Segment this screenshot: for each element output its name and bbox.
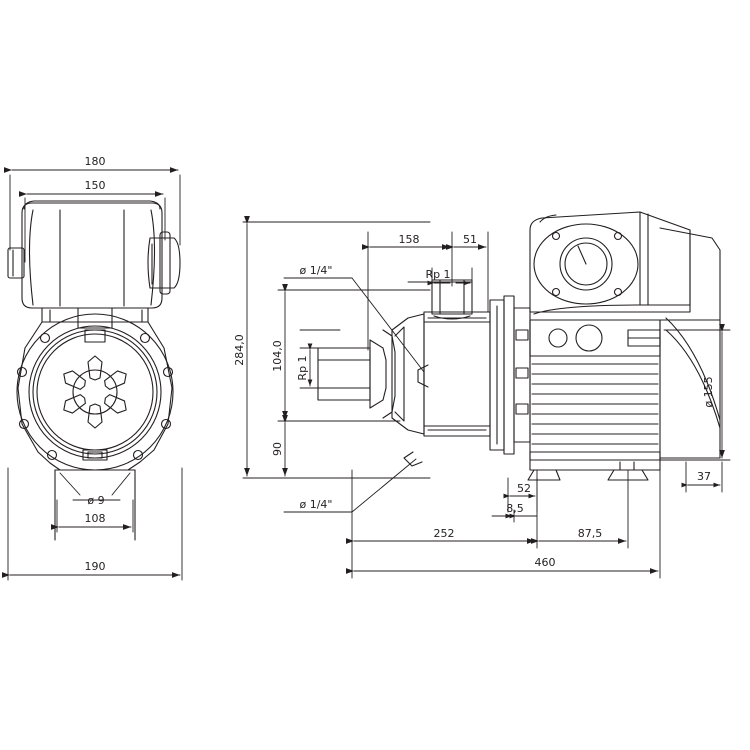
dim-side-height-upper: 104,0 [271, 340, 284, 372]
front-housing-flange [17, 307, 173, 471]
dim-side-vent-top: ø 1/4" [300, 264, 333, 277]
dim-side-height-lower: 90 [271, 442, 284, 456]
side-motor-body [529, 319, 661, 471]
side-fan-cowl [659, 227, 721, 461]
side-vent-plug-bottom [403, 451, 423, 467]
side-motor-feet [527, 461, 649, 481]
side-lantern-adapter [489, 295, 531, 455]
front-view [7, 200, 181, 541]
front-flange-bolt-holes [16, 332, 174, 461]
dim-front-inner-top: 150 [85, 179, 106, 192]
front-terminal-box [21, 200, 163, 309]
dim-side-port-thread-top: Rp 1 [425, 268, 450, 281]
dim-front-bolt-hole: ø 9 [87, 494, 104, 507]
dim-side-vent-bottom: ø 1/4" [300, 498, 333, 511]
dim-side-port-thread-side: Rp 1 [296, 355, 309, 380]
side-suction-port [317, 329, 396, 419]
dim-side-overall-length: 460 [535, 556, 556, 569]
dim-front-overall-bottom: 190 [85, 560, 106, 573]
motor-cooling-fins [531, 363, 659, 445]
front-left-boss [7, 247, 25, 279]
dim-side-motor-diameter: ø 155 [702, 376, 715, 407]
dimension-labels: 180 150 ø 9 108 190 284,0 104,0 90 158 5… [85, 155, 716, 573]
front-key-features [82, 329, 108, 461]
dimension-lines [2, 167, 731, 581]
side-terminal-box [529, 211, 691, 315]
front-fan-spokes [59, 355, 131, 429]
dim-side-fan-cowl: 37 [697, 470, 711, 483]
side-view [317, 211, 721, 481]
dim-side-motor-length: 87,5 [578, 527, 603, 540]
dim-side-discharge-offset: 51 [463, 233, 477, 246]
dim-side-suction-length: 158 [399, 233, 420, 246]
side-pump-casing [391, 311, 491, 437]
dim-side-overall-height: 284,0 [233, 334, 246, 366]
dim-side-foot-width: 52 [517, 482, 531, 495]
dim-side-foot-hole: 8,5 [506, 502, 524, 515]
dim-side-foot-length: 252 [434, 527, 455, 540]
dim-front-overall-top: 180 [85, 155, 106, 168]
dim-front-foot-spacing: 108 [85, 512, 106, 525]
side-vent-plug-top [417, 364, 429, 388]
